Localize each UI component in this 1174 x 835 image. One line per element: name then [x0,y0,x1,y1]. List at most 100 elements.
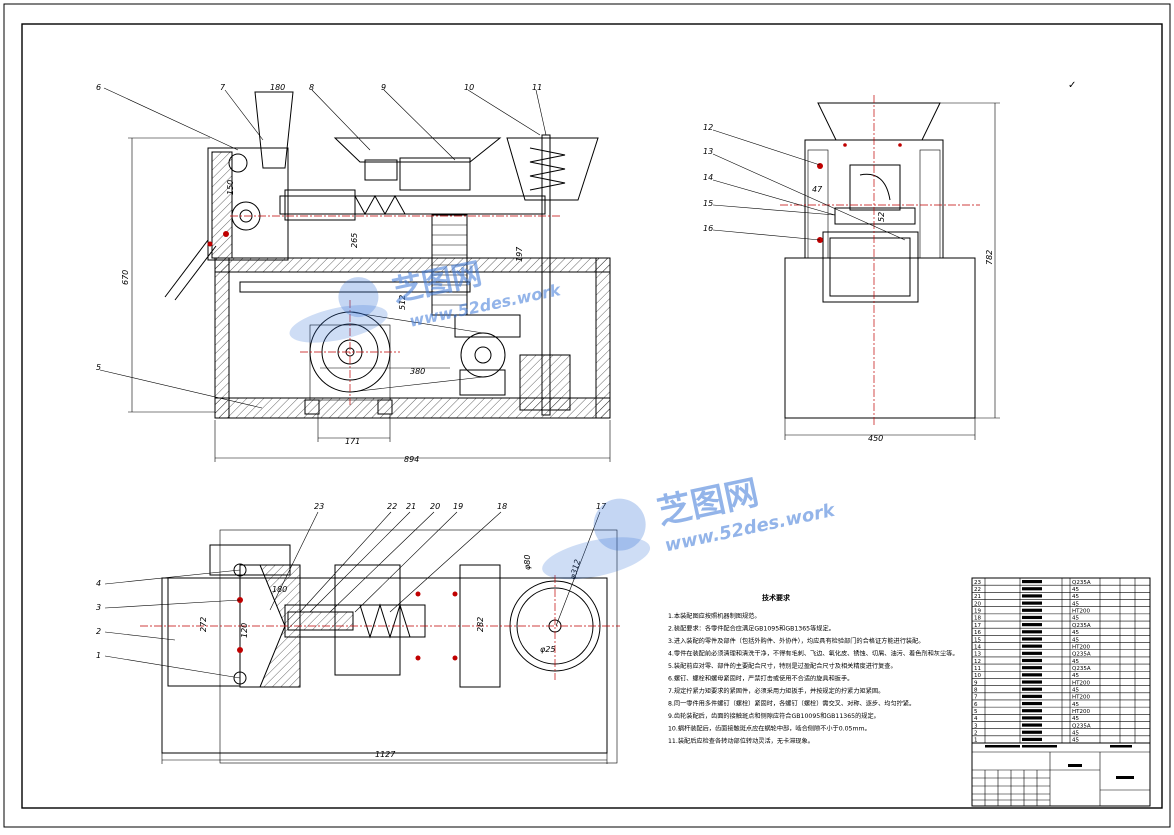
dim-front-150: 150 [226,180,235,195]
callout-21: 21 [406,502,416,511]
bom-row-material: Q235A [1072,666,1091,672]
callout-14: 14 [703,173,713,182]
bom-row-material: 45 [1072,738,1079,744]
bom-row-number: 21 [974,594,981,600]
bom-row-material: Q235A [1072,623,1091,629]
dim-front-512: 512 [398,295,407,310]
dim-top-25: φ25 [540,645,555,654]
inner-border [21,23,1163,809]
bom-row-number: 8 [974,687,978,693]
callout-3: 3 [96,603,101,612]
outer-border [3,3,1171,828]
bom-row-number: 14 [974,644,981,650]
note-line: 7.规定拧紧力矩要求的紧固件，必须采用力矩扳手，并按规定的拧紧力矩紧固。 [668,687,884,695]
bom-row-number: 11 [974,666,981,672]
bom-row-material: Q235A [1072,580,1091,586]
bom-row-material: 45 [1072,687,1079,693]
callout-13: 13 [703,147,713,156]
callout-7: 7 [220,83,226,92]
note-line: 5.装配前应对零、部件的主要配合尺寸，特别是过盈配合尺寸及相关精度进行复查。 [668,662,897,670]
callout-19: 19 [453,502,463,511]
callout-8: 8 [309,83,314,92]
callout-20: 20 [430,502,440,511]
front-view [99,87,611,462]
bom-row-material: 45 [1072,630,1079,636]
dim-side-450: 450 [868,434,883,443]
note-line: 3.进入装配的零件及部件（包括外购件、外协件），均应具有检验部门的合格证方能进行… [668,637,925,645]
bom-row-material: 45 [1072,616,1079,622]
bom-row-number: 3 [974,723,978,729]
bom-row-material: HT200 [1072,644,1090,650]
note-line: 9.齿轮装配后，齿面的接触斑点和侧隙应符合GB10095和GB11365的规定。 [668,712,880,720]
dim-front-197: 197 [515,246,524,262]
callout-17: 17 [596,502,607,511]
callout-9: 9 [381,83,386,92]
bom-row-material: 45 [1072,587,1079,593]
bom-row-material: 45 [1072,637,1079,643]
callout-6: 6 [96,83,101,92]
dim-top-120: 120 [240,623,249,638]
note-line: 8.同一零件用多件螺钉（螺栓）紧固时，各螺钉（螺栓）需交叉、对称、逐步、均匀拧紧… [668,700,915,708]
bom-row-material: 45 [1072,659,1079,665]
bom-row-number: 23 [974,580,981,586]
bom-row-number: 20 [974,601,981,607]
bom-row-material: HT200 [1072,609,1090,615]
bom-row-material: 45 [1072,601,1079,607]
callout-15: 15 [703,199,713,208]
roughness-symbol: ✓ [1068,80,1076,91]
dim-top-282: 282 [476,617,485,632]
bom-row-material: HT200 [1072,709,1090,715]
callout-23: 23 [314,502,324,511]
dim-front-670: 670 [121,270,130,285]
bom-row-number: 9 [974,680,978,686]
callout-18: 18 [497,502,507,511]
bom-row-number: 15 [974,637,981,643]
note-line: 2.装配要求：各零件配合应满足GB1095和GB1365等规定。 [668,625,835,633]
dim-side-47: 47 [812,185,823,194]
dim-top-80: φ80 [523,555,532,570]
notes-title: 技术要求 [762,593,791,602]
bom-row-material: 45 [1072,594,1079,600]
bom-row-number: 17 [974,623,981,629]
bom-row-number: 7 [974,695,978,701]
note-line: 4.零件在装配前必须清理和清洗干净，不得有毛刺、飞边、氧化皮、锈蚀、切屑、油污、… [668,650,959,658]
dim-front-380: 380 [410,367,425,376]
bom-row-number: 6 [974,702,978,708]
callout-1: 1 [96,651,101,660]
callout-22: 22 [387,502,397,511]
callout-10: 10 [464,83,474,92]
bom-row-material: 45 [1072,702,1079,708]
note-line: 11.装配后应检查各转动部位转动灵活，无卡滞现象。 [668,737,814,745]
bom-row-number: 12 [974,659,981,665]
dim-side-52: 52 [877,212,886,222]
bom-row-number: 1 [974,738,978,744]
bom-row-number: 16 [974,630,981,636]
bom-row-number: 13 [974,652,981,658]
dim-front-171: 171 [345,437,360,446]
side-view [712,95,1000,440]
bom-row-number: 5 [974,709,978,715]
dim-front-180: 180 [270,83,285,92]
callout-12: 12 [703,123,713,132]
note-line: 6.螺钉、螺栓和螺母紧固时，严禁打击或使用不合适的旋具和扳手。 [668,675,853,683]
callout-16: 16 [703,224,713,233]
bom-row-material: HT200 [1072,680,1090,686]
bom-row-number: 10 [974,673,981,679]
title-block [971,742,1151,807]
bom-row-material: 45 [1072,716,1079,722]
note-line: 10.蜗杆装配后，齿面接触斑点应在蜗轮中部，啮合侧隙不小于0.05mm。 [668,725,871,733]
watermark-middle: 芝图网 www.52des.work [542,473,838,580]
note-line: 1.本装配图应按照机器制图规范。 [668,612,761,620]
dim-top-1127: 1127 [375,750,396,759]
dim-top-272: 272 [199,617,208,632]
callout-5: 5 [96,363,101,372]
bom-row-number: 19 [974,609,981,615]
top-view [104,511,620,764]
dim-front-265: 265 [350,233,359,248]
bom-row-number: 22 [974,587,981,593]
dim-top-180: 180 [272,585,287,594]
bom-row-number: 4 [974,716,978,722]
